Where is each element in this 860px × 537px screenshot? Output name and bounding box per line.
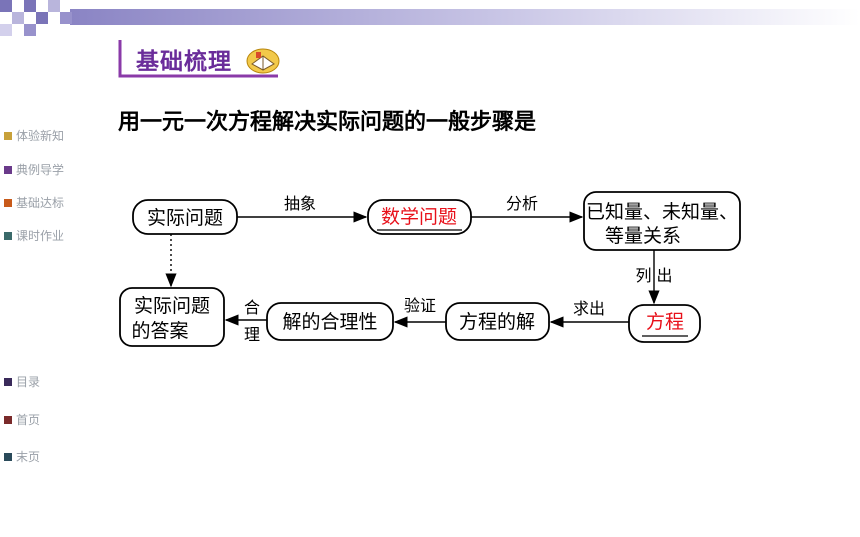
node-equation (628, 304, 701, 343)
edge-reason-label-1: 合 (244, 298, 260, 317)
nav-square-icon (4, 131, 12, 140)
edge-abstract-label: 抽象 (284, 194, 316, 213)
nav-square-icon (4, 377, 12, 386)
edge-list-label: 列 出 (635, 266, 672, 285)
edge-solve-label: 求出 (573, 299, 605, 318)
section-title: 基础梳理 (136, 49, 232, 75)
node-practical-problem-label: 实际问题 (147, 207, 223, 229)
node-known-line-1: 已知量、未知量、 (586, 201, 738, 223)
nav-item-experience[interactable]: 体验新知 (4, 127, 64, 144)
edge-verify-label: 验证 (404, 296, 436, 315)
node-known-quantities (583, 191, 741, 251)
node-solution-label: 方程的解 (459, 311, 535, 333)
nav-square-icon (4, 231, 12, 240)
book-icon (246, 48, 280, 74)
section-title-badge (118, 40, 278, 78)
nav-label: 目录 (16, 375, 41, 389)
node-reasonableness (266, 302, 394, 341)
node-math-problem-label: 数学问题 (381, 206, 457, 228)
nav-square-icon (4, 165, 12, 174)
node-known-line-2: 等量关系 (605, 225, 681, 247)
nav-item-examples[interactable]: 典例导学 (4, 161, 64, 178)
nav-label: 体验新知 (16, 129, 65, 143)
nav-square-icon (4, 198, 12, 207)
node-answer-line-1: 实际问题 (134, 295, 210, 317)
edge-analyze-label: 分析 (506, 194, 538, 213)
nav-item-last-page[interactable]: 末页 (4, 448, 40, 465)
nav-label: 首页 (16, 413, 41, 427)
page-heading: 用一元一次方程解决实际问题的一般步骤是 (118, 110, 537, 135)
nav-square-icon (4, 415, 12, 424)
node-answer-line-2: 的答案 (131, 320, 188, 342)
node-equation-label: 方程 (646, 311, 684, 333)
nav-label: 课时作业 (16, 229, 65, 243)
nav-item-homework[interactable]: 课时作业 (4, 227, 64, 244)
nav-item-first-page[interactable]: 首页 (4, 411, 40, 428)
nav-label: 典例导学 (16, 163, 65, 177)
nav-square-icon (4, 452, 12, 461)
edge-reason-label-2: 理 (244, 325, 260, 344)
nav-item-contents[interactable]: 目录 (4, 373, 40, 390)
node-reasonableness-label: 解的合理性 (282, 311, 377, 333)
nav-item-basic-practice[interactable]: 基础达标 (4, 194, 64, 211)
nav-label: 末页 (16, 450, 41, 464)
header-band (0, 0, 860, 36)
nav-label: 基础达标 (16, 196, 65, 210)
node-practical-answer (119, 287, 225, 347)
